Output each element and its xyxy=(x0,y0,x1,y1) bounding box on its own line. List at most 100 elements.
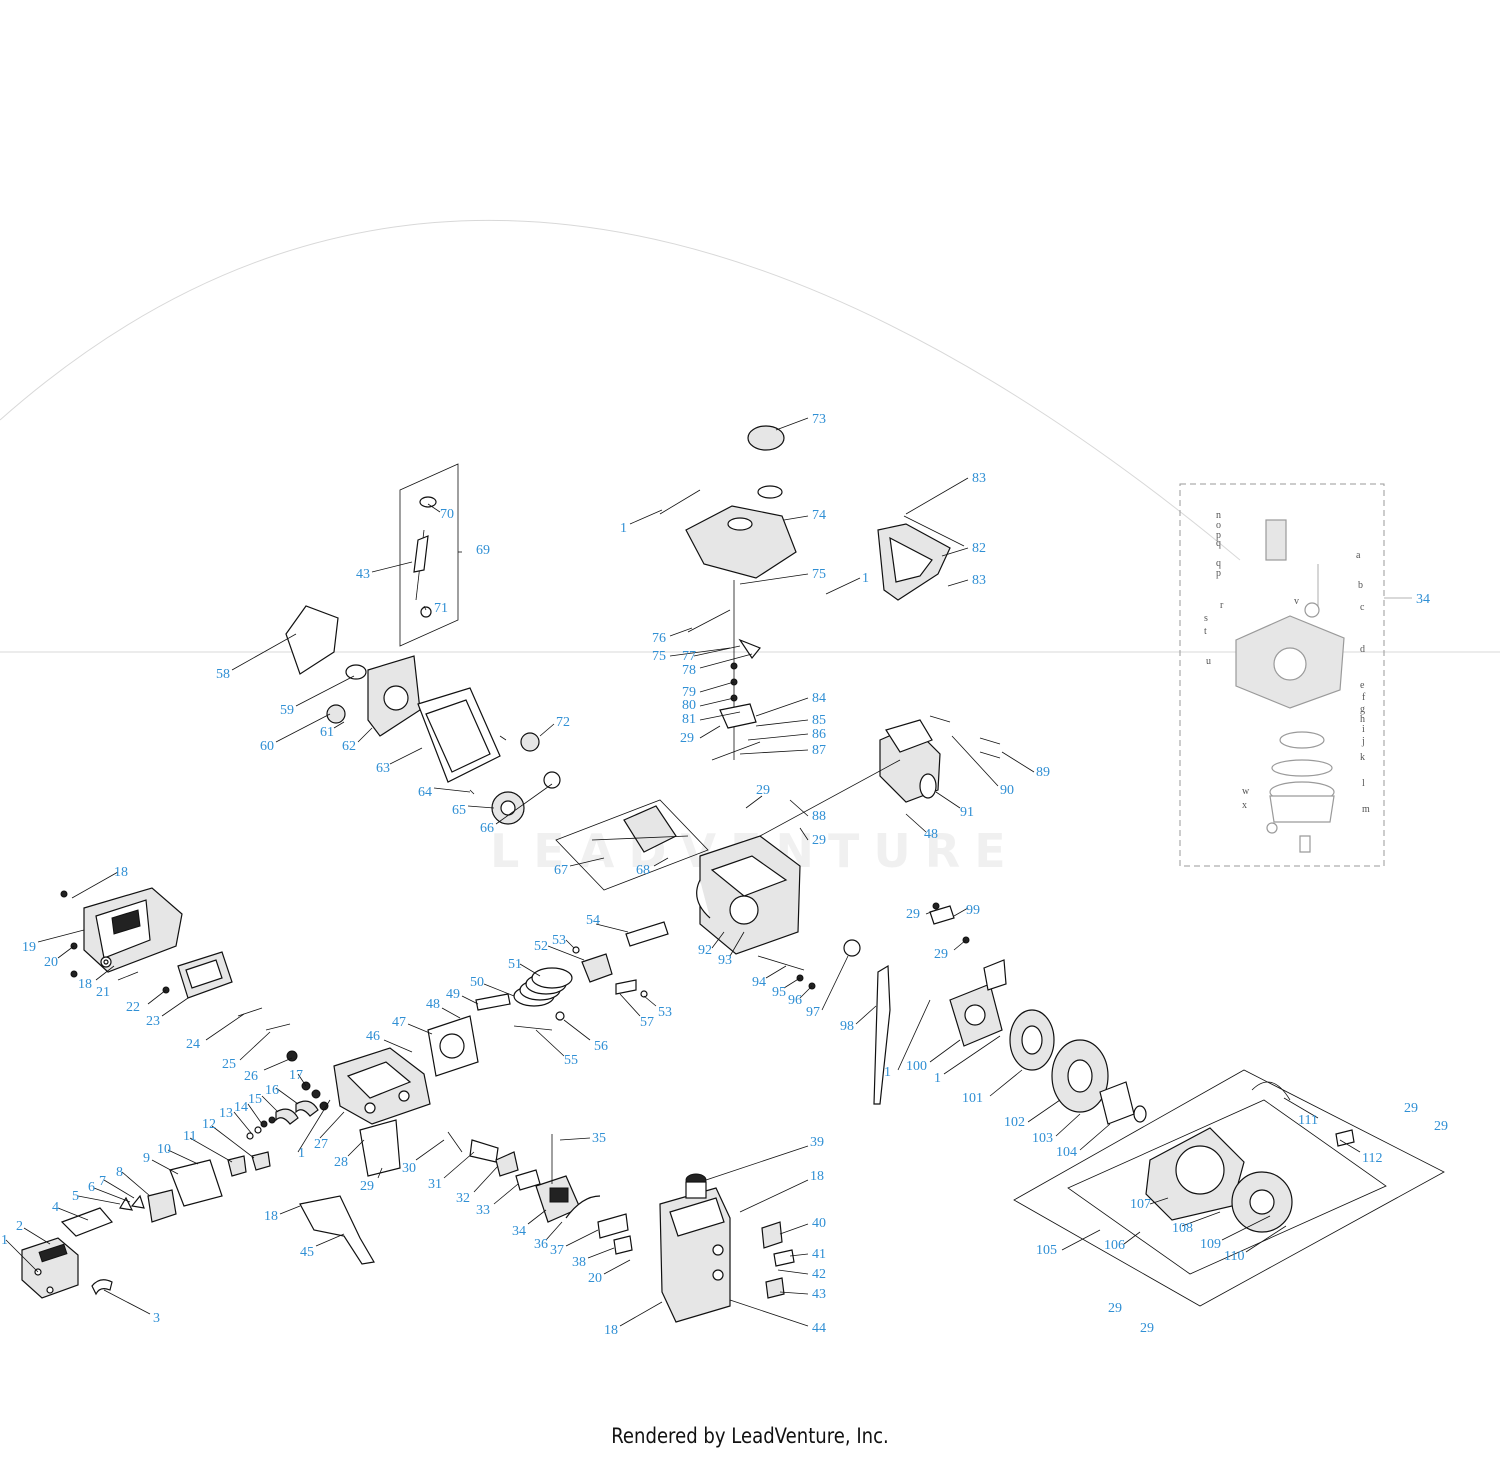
inset-letter: q xyxy=(1216,558,1221,569)
callout-label: 15 xyxy=(248,1092,262,1107)
callout-label: 91 xyxy=(960,805,974,820)
callout-label: 68 xyxy=(636,863,650,878)
crankcase-block xyxy=(696,759,901,955)
callout-label: 67 xyxy=(554,863,568,878)
inset-letter: t xyxy=(1204,626,1207,637)
callout-label: 47 xyxy=(392,1015,406,1030)
valve-cover-group xyxy=(21,1207,114,1299)
callout-label: 6 xyxy=(88,1180,95,1195)
callout-label: 76 xyxy=(652,631,666,646)
callout-label: 61 xyxy=(320,725,334,740)
callout-label: 48 xyxy=(924,827,938,842)
callout-label: 65 xyxy=(452,803,466,818)
callout-label: 22 xyxy=(126,1000,140,1015)
callout-label: 8 xyxy=(116,1165,123,1180)
recoil-starter-box xyxy=(1013,1069,1445,1307)
callout-label: 105 xyxy=(1036,1243,1057,1258)
callout-label: 101 xyxy=(962,1091,983,1106)
callout-label: 1 xyxy=(862,571,869,586)
callout-label: 95 xyxy=(772,985,786,1000)
callout-label: 51 xyxy=(508,957,522,972)
callout-label: 100 xyxy=(906,1059,927,1074)
callout-label: 104 xyxy=(1056,1145,1077,1160)
callout-label: 62 xyxy=(342,739,356,754)
inset-letter: a xyxy=(1356,550,1361,561)
callout-label: 18 xyxy=(114,865,128,880)
inset-letter: i xyxy=(1362,724,1365,735)
callout-label: 80 xyxy=(682,698,696,713)
callout-label: 54 xyxy=(586,913,600,928)
dipstick-inset xyxy=(399,463,459,647)
callout-label: 56 xyxy=(594,1039,608,1054)
callout-label: 2 xyxy=(16,1219,23,1234)
inset-letter: m xyxy=(1362,804,1370,815)
callout-label: 99 xyxy=(966,903,980,918)
inset-letter: p xyxy=(1216,568,1221,579)
callout-label: 29 xyxy=(680,731,694,746)
callout-label: 70 xyxy=(440,507,454,522)
callout-label: 83 xyxy=(972,573,986,588)
callout-label: 42 xyxy=(812,1267,826,1282)
cylinder-head-group xyxy=(237,1007,431,1177)
callout-label: 33 xyxy=(476,1203,490,1218)
callout-label: 98 xyxy=(840,1019,854,1034)
inset-letter-labels: n o p q a q p b v r c s t u d e f g h i … xyxy=(1204,510,1370,815)
callout-label: 111 xyxy=(1298,1113,1318,1128)
callout-label: 29 xyxy=(1404,1101,1418,1116)
callout-label: 90 xyxy=(1000,783,1014,798)
callout-label: 97 xyxy=(806,1005,820,1020)
callout-label: 34 xyxy=(1416,592,1430,607)
callout-label: 71 xyxy=(434,601,448,616)
callout-label: 79 xyxy=(682,685,696,700)
callout-label: 63 xyxy=(376,761,390,776)
callout-label: 96 xyxy=(788,993,802,1008)
inset-letter: p xyxy=(1216,530,1221,541)
callout-labels: 1 2 3 4 5 6 7 8 9 10 11 12 13 14 15 16 1… xyxy=(1,412,1448,1338)
callout-label: 74 xyxy=(812,508,826,523)
callout-label: 20 xyxy=(588,1271,602,1286)
callout-label: 19 xyxy=(22,940,36,955)
callout-label: 37 xyxy=(550,1243,564,1258)
callout-label: 10 xyxy=(157,1142,171,1157)
callout-label: 18 xyxy=(264,1209,278,1224)
callout-label: 1 xyxy=(620,521,627,536)
callout-label: 29 xyxy=(812,833,826,848)
callout-label: 107 xyxy=(1130,1197,1151,1212)
callout-label: 13 xyxy=(219,1106,233,1121)
inset-letter: h xyxy=(1360,714,1365,725)
callout-label: 48 xyxy=(426,997,440,1012)
carburetor-group xyxy=(447,1131,633,1255)
callout-label: 49 xyxy=(446,987,460,1002)
callout-label: 17 xyxy=(289,1068,303,1083)
callout-label: 60 xyxy=(260,739,274,754)
inset-letter: e xyxy=(1360,680,1365,691)
callout-label: 75 xyxy=(652,649,666,664)
callout-label: 53 xyxy=(658,1005,672,1020)
rocker-parts-group xyxy=(119,1081,329,1223)
inset-letter: n xyxy=(1216,510,1221,521)
inset-letter: b xyxy=(1358,580,1363,591)
callout-label: 50 xyxy=(470,975,484,990)
callout-label: 29 xyxy=(1434,1119,1448,1134)
callout-label: 69 xyxy=(476,543,490,558)
callout-label: 53 xyxy=(552,933,566,948)
callout-label: 39 xyxy=(810,1135,824,1150)
inset-letter: q xyxy=(1216,538,1221,549)
callout-label: 84 xyxy=(812,691,826,706)
callout-label: 23 xyxy=(146,1014,160,1029)
callout-label: 73 xyxy=(812,412,826,427)
starter-motor-group xyxy=(879,715,1001,803)
callout-label: 29 xyxy=(1140,1321,1154,1336)
inset-letter: k xyxy=(1360,752,1365,763)
callout-label: 24 xyxy=(186,1037,200,1052)
callout-label: 20 xyxy=(44,955,58,970)
inset-letter: x xyxy=(1242,800,1247,811)
governor-linkage-group xyxy=(687,580,761,761)
callout-label: 3 xyxy=(153,1311,160,1326)
callout-label: 55 xyxy=(564,1053,578,1068)
callout-label: 77 xyxy=(682,649,696,664)
callout-label: 59 xyxy=(280,703,294,718)
flywheel-group xyxy=(949,959,1147,1125)
inset-letter: v xyxy=(1294,596,1299,607)
